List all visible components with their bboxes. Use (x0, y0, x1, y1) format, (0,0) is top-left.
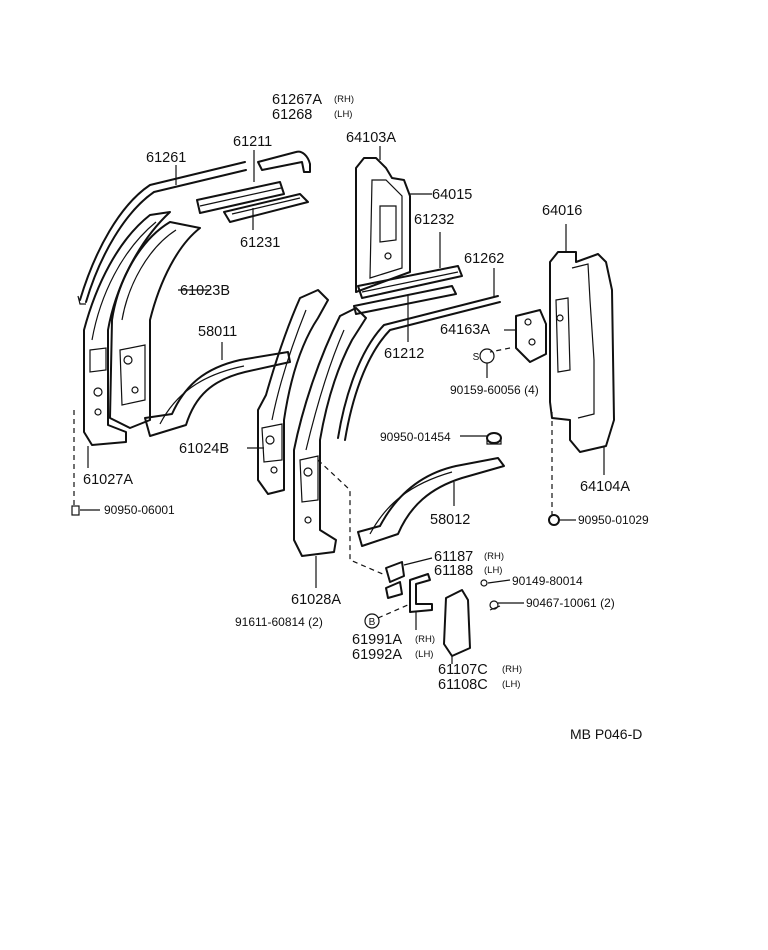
label-90149-80014: 90149-80014 (512, 574, 583, 588)
label-61991A-side: (RH) (415, 634, 435, 645)
label-61028A: 61028A (291, 592, 341, 608)
label-61027A: 61027A (83, 472, 133, 488)
part-61267A-drawing (257, 150, 311, 173)
label-61187: 61187 (434, 549, 473, 565)
part-61261-drawing (77, 161, 247, 305)
part-91611-60814-drawing (364, 603, 411, 629)
label-61991A: 61991A (352, 632, 402, 648)
label-61108C-side: (LH) (502, 679, 520, 690)
label-61107C-side: (RH) (502, 664, 522, 675)
label-64103A: 64103A (346, 130, 396, 146)
label-90950-01029: 90950-01029 (578, 513, 649, 527)
part-90950-01454-drawing (486, 432, 502, 445)
label-61211: 61211 (233, 134, 272, 150)
label-91611-60814: 91611-60814 (2) (235, 615, 323, 629)
part-61231-drawing (223, 193, 309, 223)
part-61027A-drawing (73, 211, 171, 505)
label-61992A: 61992A (352, 647, 402, 663)
part-64163A-drawing (504, 309, 547, 363)
label-61262: 61262 (464, 251, 504, 267)
reference-code: MB P046-D (570, 726, 642, 742)
symbol-b: B (369, 617, 376, 628)
part-90149-80014-drawing (480, 579, 511, 587)
label-61261: 61261 (146, 150, 186, 166)
label-61023B: 61023B (180, 283, 230, 299)
label-90950-06001: 90950-06001 (104, 503, 175, 517)
label-61024B: 61024B (179, 441, 229, 457)
label-61267A-side: (RH) (334, 94, 354, 105)
part-58011-drawing (144, 351, 291, 437)
part-61024B-drawing (257, 289, 329, 495)
part-61187-drawing (385, 557, 433, 599)
part-61107C-drawing (443, 589, 471, 664)
part-64016-drawing (549, 224, 615, 475)
label-90159-60056: 90159-60056 (4) (450, 383, 539, 397)
label-61232: 61232 (414, 212, 454, 228)
part-90467-10061-drawing (489, 600, 524, 611)
label-61268-side: (LH) (334, 109, 352, 120)
part-61991A-drawing (409, 573, 433, 630)
label-64163A: 64163A (440, 322, 490, 338)
part-61023B-drawing (109, 221, 201, 429)
label-58012: 58012 (430, 512, 470, 528)
label-61187-side: (RH) (484, 551, 504, 562)
label-61188: 61188 (434, 563, 473, 579)
label-61268: 61268 (272, 107, 312, 123)
label-64015: 64015 (432, 187, 472, 203)
part-61028A-drawing (293, 307, 386, 576)
part-90159-60056-drawing (479, 348, 495, 378)
label-61107C: 61107C (438, 662, 488, 678)
label-58011: 58011 (198, 324, 237, 340)
part-58012-drawing (357, 457, 505, 547)
label-61267A: 61267A (272, 92, 322, 108)
label-61188-side: (LH) (484, 565, 502, 576)
label-90950-01454: 90950-01454 (380, 430, 451, 444)
part-61262-drawing (337, 268, 501, 441)
label-61108C: 61108C (438, 677, 488, 693)
label-61992A-side: (LH) (415, 649, 433, 660)
label-90467-10061: 90467-10061 (2) (526, 596, 615, 610)
label-64016: 64016 (542, 203, 582, 219)
label-61212: 61212 (384, 346, 424, 362)
part-61232-drawing (357, 232, 463, 299)
symbol-s: S (473, 352, 480, 363)
label-61231: 61231 (240, 235, 280, 251)
label-64104A: 64104A (580, 479, 630, 495)
part-90950-06001-drawing (71, 505, 100, 516)
part-90950-01029-drawing (548, 514, 576, 526)
part-61211-drawing (196, 181, 285, 214)
